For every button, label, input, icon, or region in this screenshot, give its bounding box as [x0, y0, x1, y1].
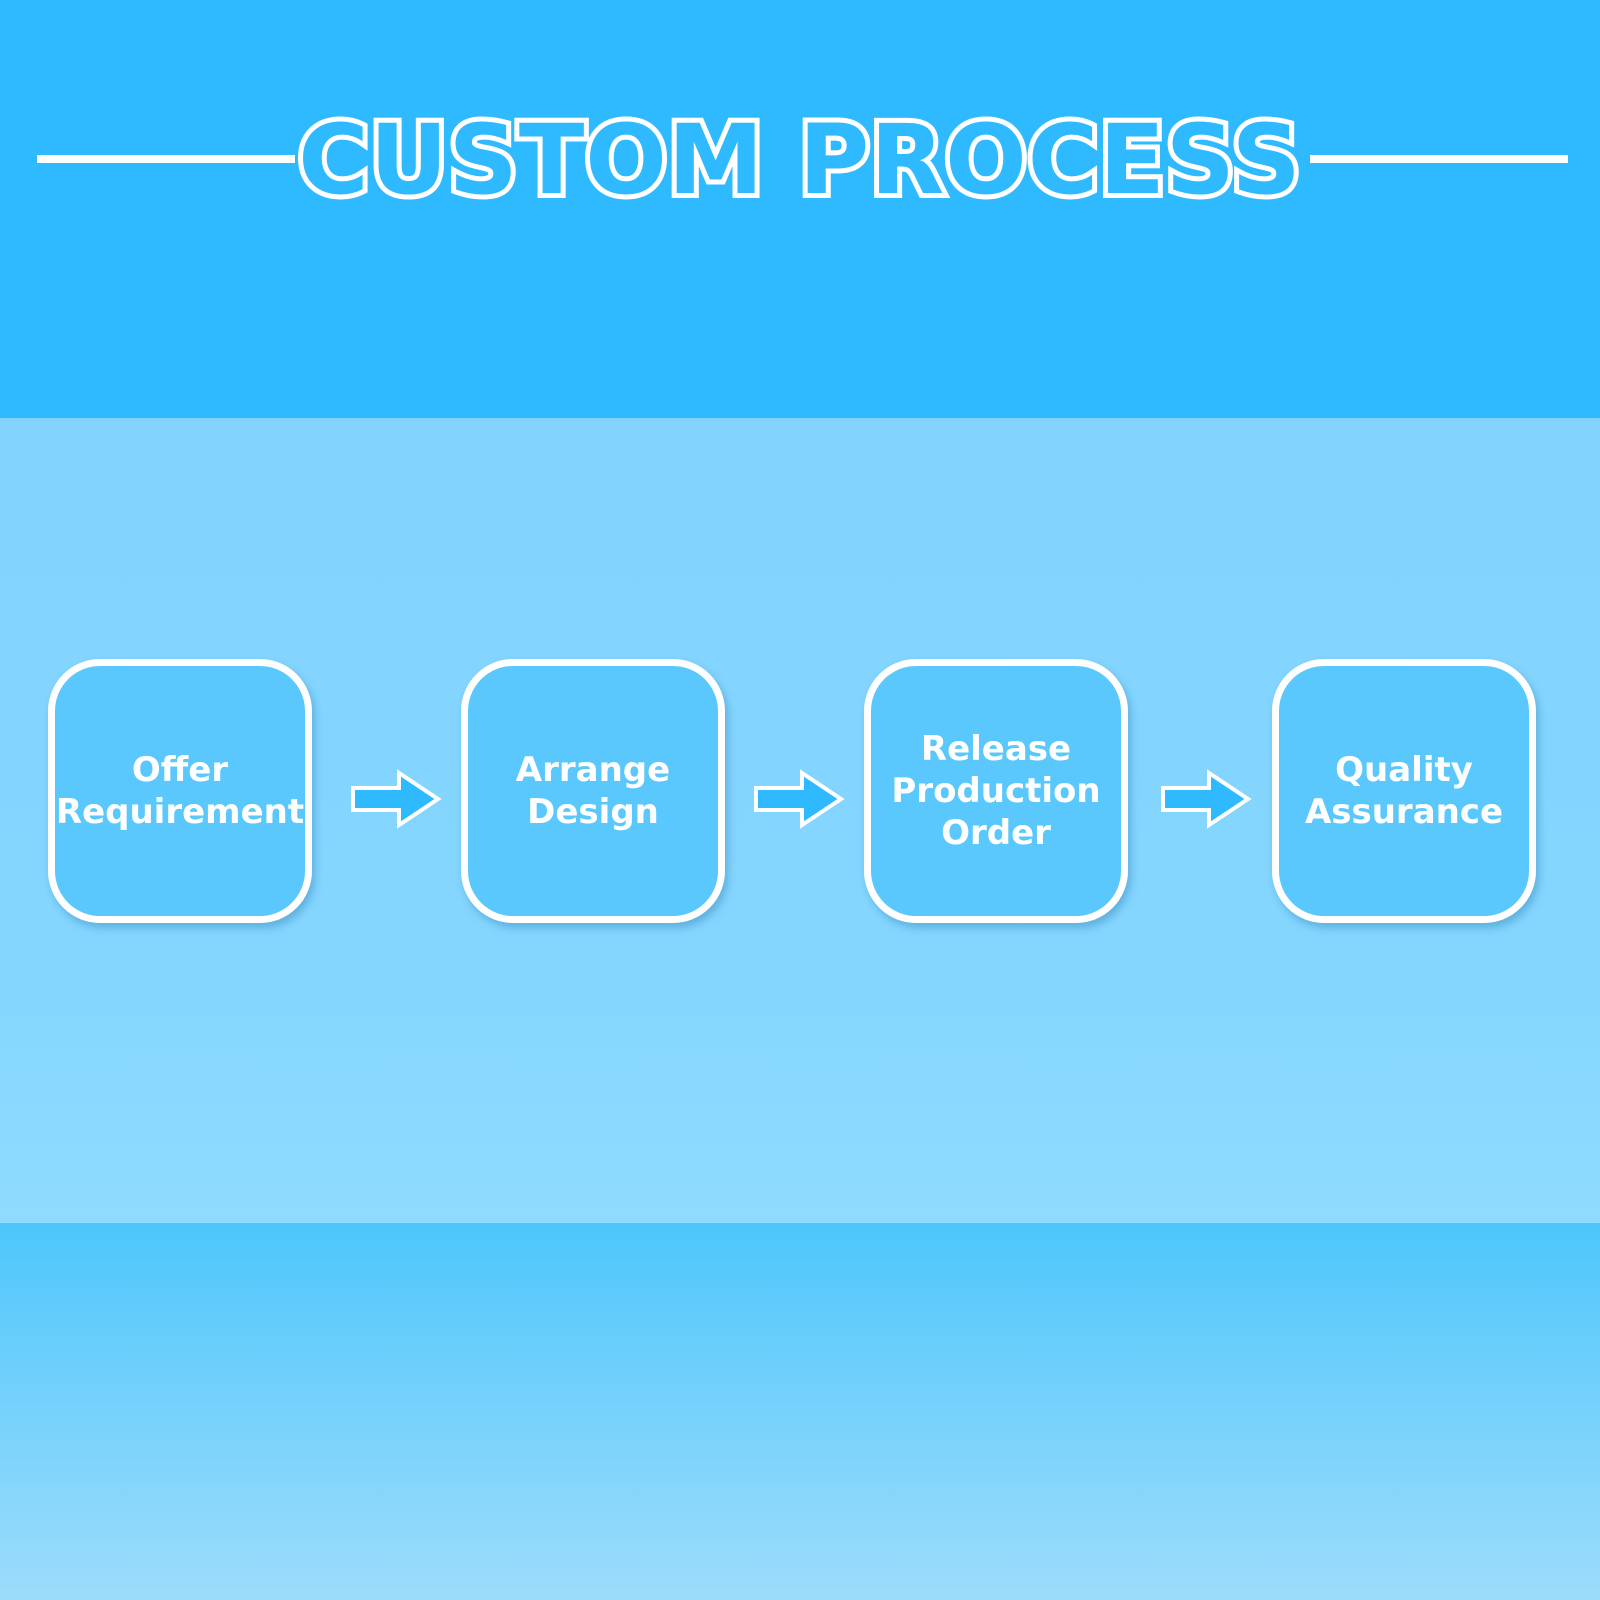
footer-band [0, 1223, 1600, 1600]
step-label: Quality Assurance [1304, 750, 1504, 832]
title-rule-left [37, 155, 295, 163]
step-arrange-design: Arrange Design [461, 659, 725, 923]
right-arrow-icon [351, 769, 442, 829]
header-band [0, 0, 1600, 418]
step-offer-requirement: Offer Requirement [48, 659, 312, 923]
page-title: CUSTOM PROCESS [293, 99, 1305, 221]
step-label: Release Production Order [891, 729, 1101, 853]
right-arrow-icon [1161, 769, 1252, 829]
step-release-production-order: Release Production Order [864, 659, 1128, 923]
right-arrow-icon [754, 769, 845, 829]
step-quality-assurance: Quality Assurance [1272, 659, 1536, 923]
title-rule-right [1310, 155, 1568, 163]
step-label: Offer Requirement [55, 750, 305, 832]
step-label: Arrange Design [515, 750, 671, 832]
page-title-text: CUSTOM PROCESS [298, 104, 1301, 216]
